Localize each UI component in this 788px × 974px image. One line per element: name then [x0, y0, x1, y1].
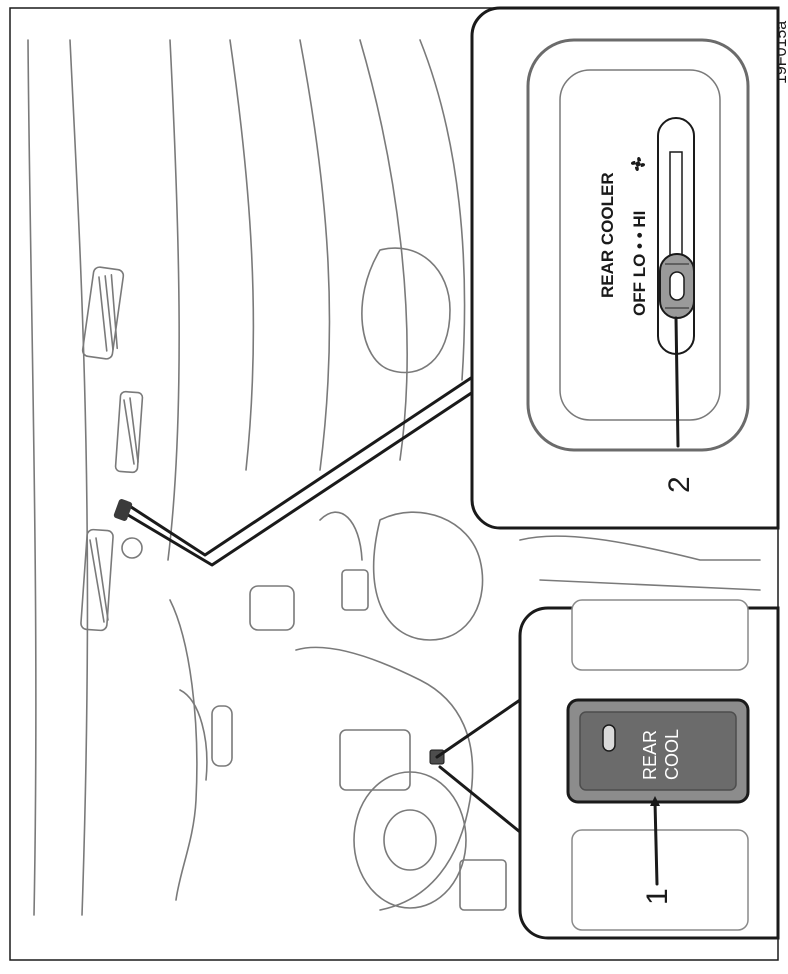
seat-edge	[320, 512, 362, 560]
a-pillar-line	[170, 600, 197, 900]
rear-view-mirror	[212, 706, 232, 766]
callout-2-leader	[676, 318, 678, 446]
dome-lamp	[122, 538, 142, 558]
rear-cooler-slider-knob[interactable]	[660, 254, 694, 318]
overhead-switch-location	[113, 498, 133, 522]
center-console	[460, 860, 506, 910]
leader-line-upper-2	[128, 382, 488, 565]
pillar-line	[230, 40, 253, 470]
callout-2-label: 2	[663, 476, 696, 493]
side-mirror	[250, 586, 294, 630]
indicator-lamp	[603, 725, 615, 751]
adjacent-switch-top	[572, 600, 748, 670]
rear-cool-callout: REAR COOL 1	[520, 600, 778, 938]
overhead-vent-3	[81, 529, 114, 631]
callout-1-leader	[655, 802, 657, 884]
overhead-vent-1	[82, 266, 127, 359]
headliner-line	[70, 40, 87, 915]
overhead-vent-2	[115, 391, 143, 472]
instrument-cluster	[340, 730, 410, 790]
rear-cool-line1: REAR	[640, 730, 660, 780]
leader-line-lower	[437, 700, 520, 757]
adjacent-switch-bottom	[572, 830, 748, 930]
rear-cooler-scale: OFF LO • • HI	[630, 211, 649, 316]
door-handle	[342, 570, 368, 610]
rear-seat-line	[520, 536, 760, 560]
rear-cooler-title: REAR COOLER	[598, 172, 617, 298]
callout-1-label: 1	[641, 888, 674, 905]
roof-edge-line	[28, 40, 36, 915]
rear-cooler-callout: REAR COOLER OFF LO • • HI 2	[472, 8, 778, 528]
rear-cool-line2: COOL	[662, 729, 682, 780]
dash-top-line	[420, 40, 465, 380]
rear-cool-button[interactable]: REAR COOL	[568, 700, 748, 802]
leader-line-lower-2	[440, 767, 520, 832]
steering-hub	[384, 810, 436, 870]
mirror-mount	[180, 690, 207, 780]
passenger-seat	[374, 512, 483, 640]
rear-seat-line-2	[540, 580, 760, 590]
leader-line-upper	[128, 372, 480, 555]
steering-wheel	[354, 772, 466, 908]
windshield-line	[300, 40, 330, 470]
roof-liner-line	[168, 40, 179, 560]
